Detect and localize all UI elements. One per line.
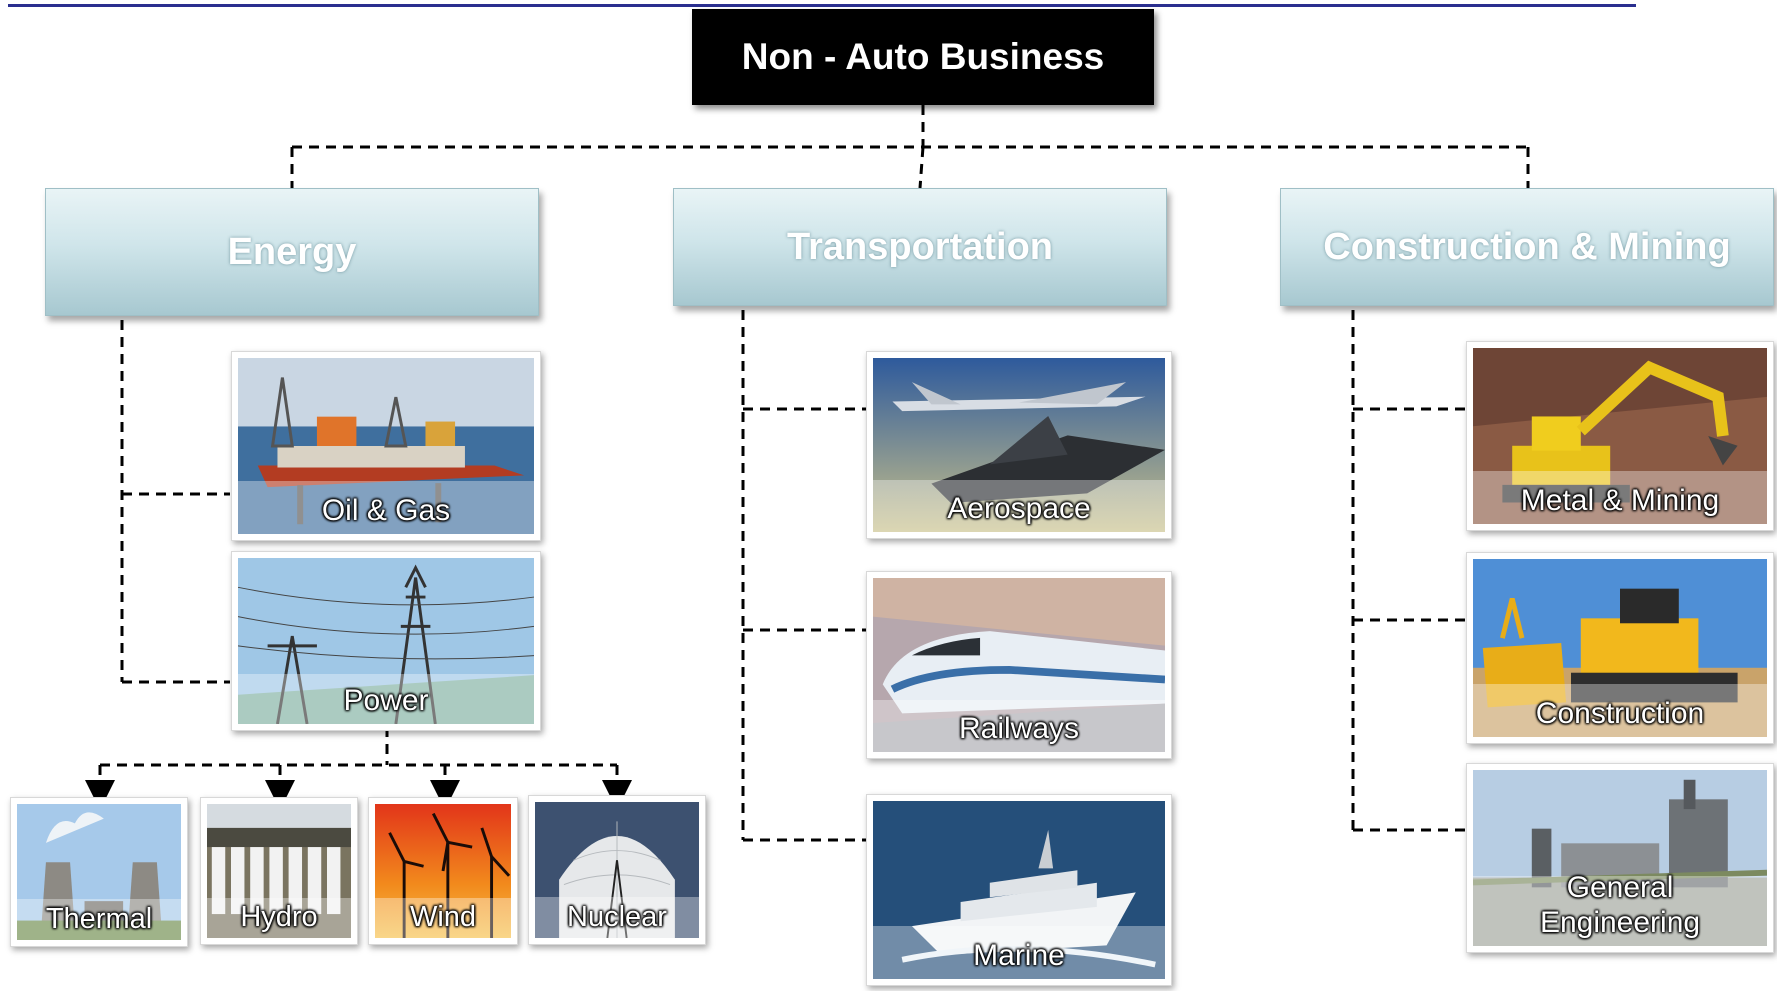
oil-rig-image bbox=[238, 358, 534, 534]
tile-label-general-engineering-line2: Engineering bbox=[1539, 905, 1701, 939]
tile-label-marine: Marine bbox=[973, 938, 1065, 972]
tile-label-wind: Wind bbox=[409, 900, 477, 933]
tile-label-power: Power bbox=[343, 683, 429, 717]
category-transportation: Transportation bbox=[673, 188, 1167, 306]
page-title: Non - Auto Business bbox=[692, 9, 1154, 105]
tile-power: Power bbox=[231, 551, 541, 731]
marine-yacht-image bbox=[873, 801, 1165, 979]
top-rule bbox=[8, 4, 1636, 7]
excavator-image bbox=[1473, 348, 1767, 524]
tile-label-thermal: Thermal bbox=[45, 902, 153, 935]
thermal-plant-image bbox=[17, 804, 181, 940]
hydro-dam-image bbox=[207, 804, 351, 938]
nuclear-dome-image bbox=[535, 802, 699, 938]
tile-aerospace: Aerospace bbox=[866, 351, 1172, 539]
tile-label-oil-gas: Oil & Gas bbox=[321, 493, 451, 527]
tile-thermal: Thermal bbox=[10, 797, 188, 947]
tile-oil-gas: Oil & Gas bbox=[231, 351, 541, 541]
railways-image bbox=[873, 578, 1165, 752]
tile-label-nuclear: Nuclear bbox=[567, 900, 667, 933]
tile-construction: Construction bbox=[1466, 552, 1774, 744]
tile-marine: Marine bbox=[866, 794, 1172, 986]
tile-metal-mining: Metal & Mining bbox=[1466, 341, 1774, 531]
category-construction-mining: Construction & Mining bbox=[1280, 188, 1774, 306]
tile-label-general-engineering-line1: General bbox=[1566, 871, 1674, 904]
tile-label-metal-mining: Metal & Mining bbox=[1520, 483, 1720, 517]
tile-label-construction: Construction bbox=[1535, 696, 1705, 730]
tile-general-engineering: General Engineering bbox=[1466, 763, 1774, 953]
tile-hydro: Hydro bbox=[200, 797, 358, 945]
wind-turbine-image bbox=[375, 804, 511, 938]
tile-wind: Wind bbox=[368, 797, 518, 945]
tile-label-railways: Railways bbox=[958, 711, 1080, 745]
tile-nuclear: Nuclear bbox=[528, 795, 706, 945]
tile-label-hydro: Hydro bbox=[240, 900, 318, 933]
bulldozer-image bbox=[1473, 559, 1767, 737]
category-energy: Energy bbox=[45, 188, 539, 316]
aerospace-image bbox=[873, 358, 1165, 532]
tile-railways: Railways bbox=[866, 571, 1172, 759]
power-pylon-image bbox=[238, 558, 534, 724]
tile-label-general-engineering: General Engineering bbox=[1473, 871, 1767, 940]
industrial-plant-image bbox=[1473, 770, 1767, 946]
tile-label-aerospace: Aerospace bbox=[947, 491, 1091, 525]
